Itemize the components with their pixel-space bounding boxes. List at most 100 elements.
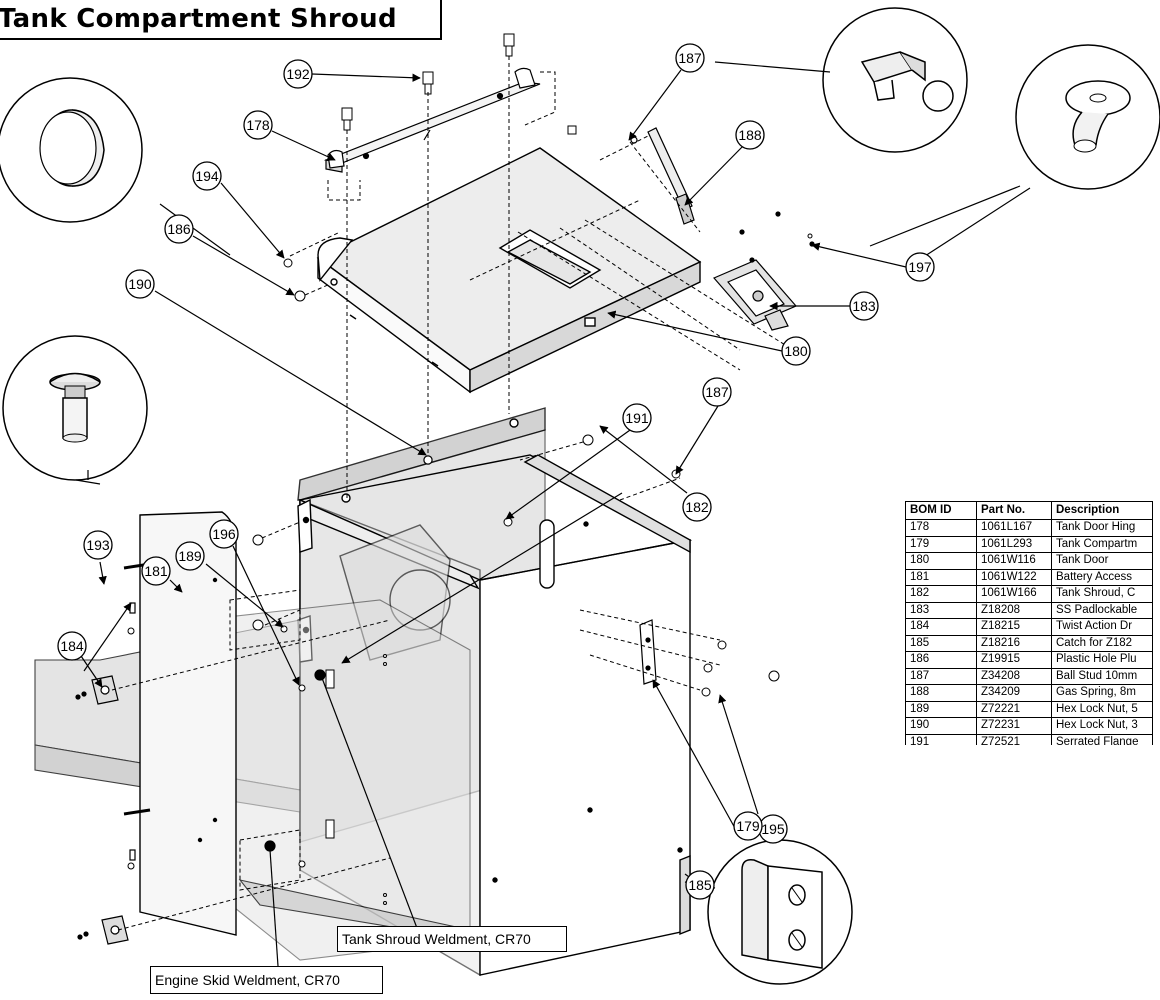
bom-cell-desc: Serrated Flange: [1051, 733, 1153, 745]
balloon: 190: [125, 269, 155, 299]
detail-ball-stud: [822, 7, 968, 153]
bom-cell-id: 189: [905, 700, 977, 718]
bom-cell-part: Z72521: [976, 733, 1052, 745]
balloon: 182: [682, 492, 712, 522]
hinge-bar: [323, 67, 541, 173]
balloon: 179: [733, 811, 763, 841]
balloon: 189: [175, 541, 205, 571]
page-title: Tank Compartment Shroud: [0, 4, 397, 34]
balloon-circle: [125, 269, 155, 299]
balloon: 193: [83, 530, 113, 560]
bom-cell-id: 181: [905, 568, 977, 586]
balloon-label: 181: [144, 563, 168, 579]
explode-lines: [111, 56, 791, 931]
balloon: 184: [57, 631, 87, 661]
bom-header-desc: Description: [1051, 501, 1153, 520]
balloon-circle: [702, 377, 732, 407]
balloon-circle: [175, 541, 205, 571]
detail-dome-rivet: [1015, 44, 1160, 190]
balloon-circle: [141, 556, 171, 586]
bom-cell-part: 1061W116: [976, 552, 1052, 570]
bom-cell-part: Z19915: [976, 651, 1052, 669]
balloon-label: 187: [705, 384, 729, 400]
balloon-label: 192: [286, 66, 310, 82]
bom-cell-part: 1061L293: [976, 535, 1052, 553]
balloon-circle: [905, 252, 935, 282]
balloon-label: 182: [685, 499, 709, 515]
bom-cell-desc: Tank Door: [1051, 552, 1153, 570]
bom-cell-id: 188: [905, 684, 977, 702]
balloon-circle: [243, 110, 273, 140]
bom-cell-id: 185: [905, 634, 977, 652]
balloon-circle: [781, 336, 811, 366]
balloon-circle: [283, 59, 313, 89]
tank-shroud-weldment-text: Tank Shroud Weldment, CR70: [342, 931, 531, 947]
balloon: 188: [735, 120, 765, 150]
balloon-label: 187: [678, 50, 702, 66]
balloon-label: 194: [195, 168, 219, 184]
balloon-label: 178: [246, 117, 270, 133]
balloon: 192: [283, 59, 313, 89]
balloon: 181: [141, 556, 171, 586]
bom-cell-part: 1061L167: [976, 519, 1052, 537]
bom-cell-desc: Gas Spring, 8m: [1051, 684, 1153, 702]
balloon: 196: [209, 519, 239, 549]
bom-cell-id: 183: [905, 601, 977, 619]
balloon-circle: [57, 631, 87, 661]
bom-cell-desc: Catch for Z182: [1051, 634, 1153, 652]
bom-cell-id: 184: [905, 618, 977, 636]
bom-cell-id: 187: [905, 667, 977, 685]
bom-cell-desc: Tank Door Hing: [1051, 519, 1153, 537]
bom-cell-part: Z72231: [976, 717, 1052, 735]
detail-carriage-bolt: [2, 335, 148, 481]
bom-header-id: BOM ID: [905, 501, 977, 520]
balloon: 195: [758, 814, 788, 844]
balloon-label: 184: [60, 638, 84, 654]
tank-shroud-box: [297, 407, 693, 977]
balloon-callouts: 1921781941861901871881971831801871911961…: [57, 43, 935, 900]
balloon-label: 179: [736, 818, 760, 834]
balloon-label: 193: [86, 537, 110, 553]
engine-skid-weldment-text: Engine Skid Weldment, CR70: [155, 972, 340, 988]
gas-spring: [630, 127, 695, 225]
title-box: Tank Compartment Shroud: [0, 0, 442, 40]
balloon-circle: [83, 530, 113, 560]
bom-cell-desc: SS Padlockable: [1051, 601, 1153, 619]
bom-cell-desc: Battery Access: [1051, 568, 1153, 586]
bom-cell-id: 179: [905, 535, 977, 553]
balloon-label: 180: [784, 343, 808, 359]
detail-plastic-hole-plug: [0, 77, 143, 223]
balloon: 191: [622, 403, 652, 433]
balloon: 194: [192, 161, 222, 191]
balloon-label: 186: [167, 221, 191, 237]
detail-catch: [707, 839, 853, 985]
balloon-label: 189: [178, 548, 202, 564]
balloon-circle: [733, 811, 763, 841]
bom-cell-part: 1061W122: [976, 568, 1052, 586]
bom-cell-part: Z18215: [976, 618, 1052, 636]
balloon: 187: [675, 43, 705, 73]
bom-cell-desc: Twist Action Dr: [1051, 618, 1153, 636]
balloon-circle: [209, 519, 239, 549]
bom-cell-desc: Tank Shroud, C: [1051, 585, 1153, 603]
balloon-circle: [164, 214, 194, 244]
bom-cell-id: 180: [905, 552, 977, 570]
bom-cell-part: Z34208: [976, 667, 1052, 685]
bom-cell-part: 1061W166: [976, 585, 1052, 603]
balloon: 180: [781, 336, 811, 366]
